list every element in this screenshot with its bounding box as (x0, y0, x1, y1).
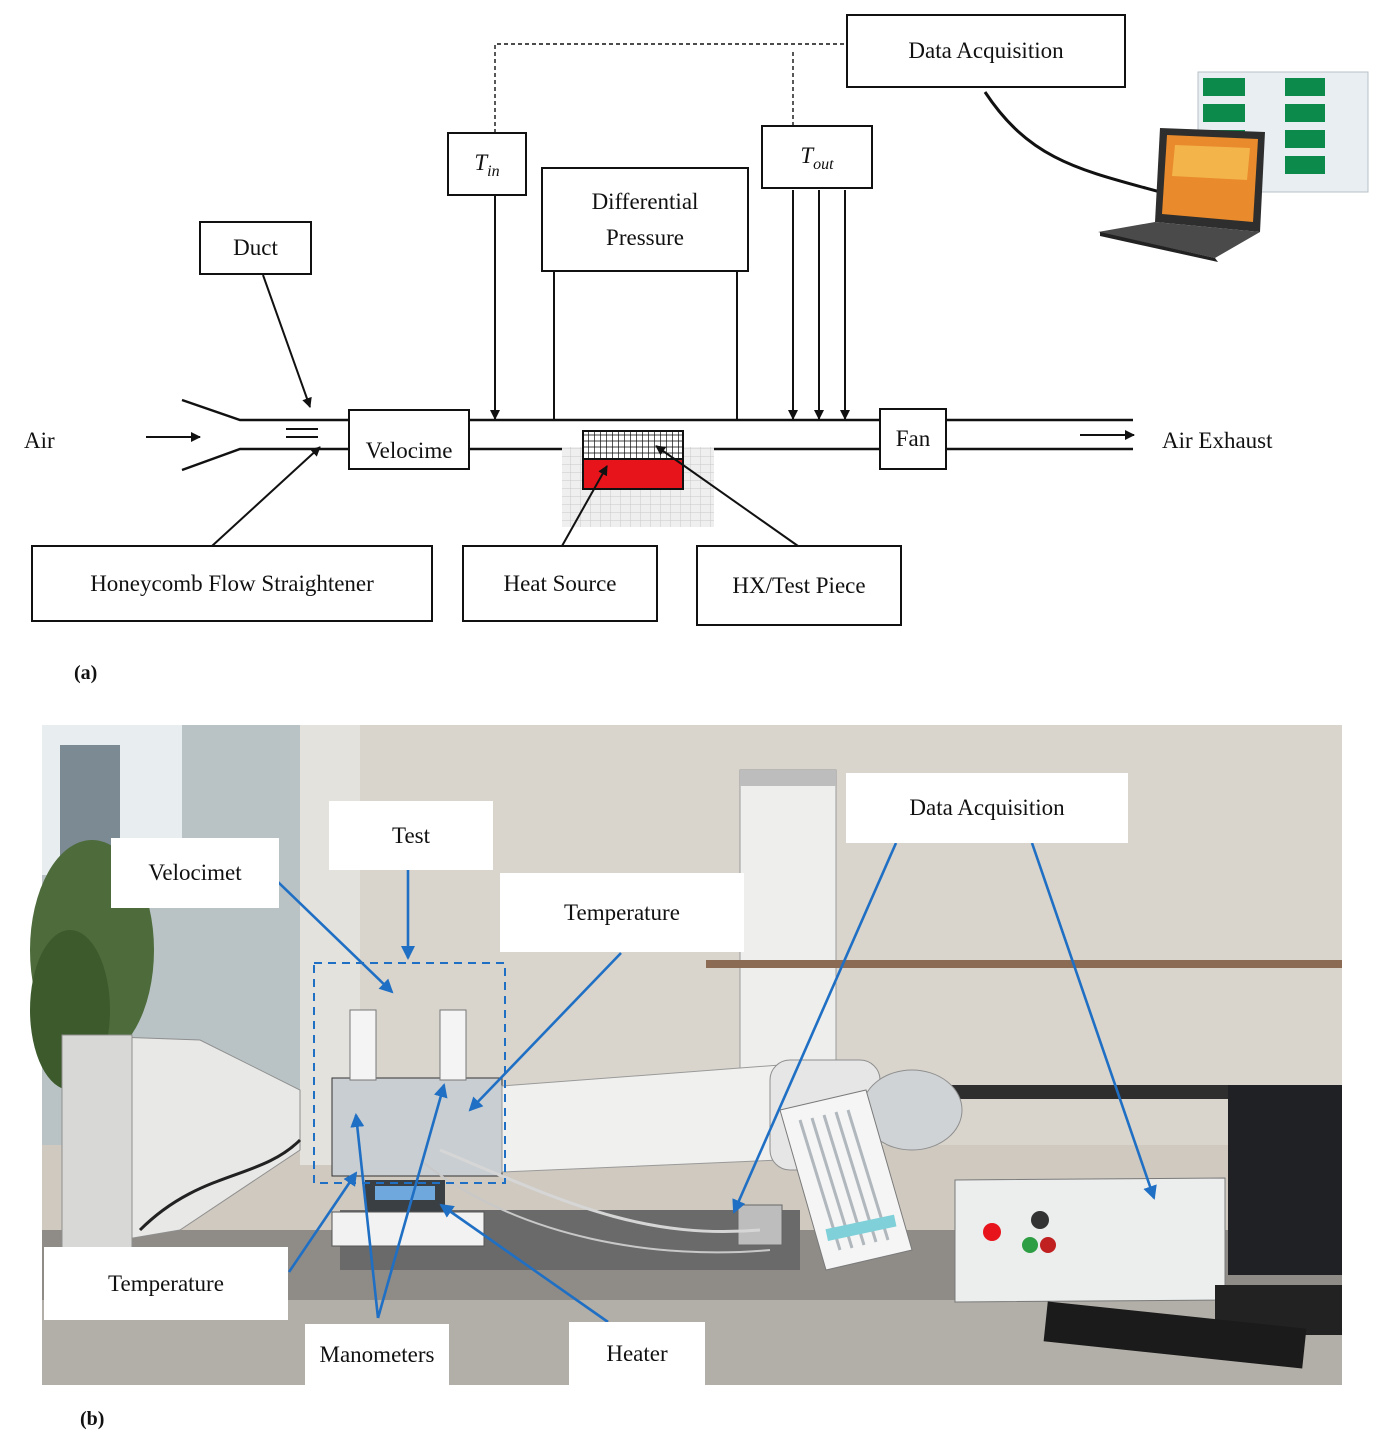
air-exhaust-label: Air Exhaust (1162, 428, 1273, 453)
differential-pressure-label-line1: Differential (591, 188, 699, 214)
heat-source-arrow (561, 465, 608, 547)
t-out-label: Tout (800, 142, 834, 173)
caption-a: (a) (74, 662, 98, 684)
photo-annotation-arrows (277, 842, 1157, 1324)
photo-temperature-top-label: Temperature (500, 873, 744, 952)
air-label: Air (24, 428, 55, 453)
fan-box: Fan (879, 408, 947, 470)
t-out-box: Tout (761, 125, 873, 189)
differential-pressure-box: Differential Pressure (541, 167, 749, 272)
fan-label: Fan (895, 426, 931, 452)
data-acquisition-label: Data Acquisition (908, 38, 1064, 64)
honeycomb-label: Honeycomb Flow Straightener (90, 570, 374, 596)
heat-source-box: Heat Source (462, 545, 658, 622)
photo-manometers-label: Manometers (305, 1324, 449, 1386)
test-rig-photo (30, 725, 1342, 1385)
t-in-box: Tin (447, 132, 527, 196)
photo-data-acquisition-label: Data Acquisition (846, 773, 1128, 843)
differential-pressure-label-line2: Pressure (606, 224, 684, 250)
honeycomb-straightener (286, 428, 318, 438)
velocimeter-label: Velocime (365, 438, 453, 464)
heat-source-shape (582, 458, 684, 490)
data-acquisition-box: Data Acquisition (846, 14, 1126, 88)
duct-arrow (262, 274, 312, 408)
duct-box: Duct (199, 221, 312, 275)
photo-heater-label: Heater (569, 1322, 705, 1386)
hx-arrow (655, 445, 799, 547)
honeycomb-box: Honeycomb Flow Straightener (31, 545, 433, 622)
photo-temperature-bottom-label: Temperature (44, 1247, 288, 1320)
duct-label: Duct (233, 235, 278, 261)
heat-source-label: Heat Source (503, 570, 617, 596)
t-in-label: Tin (474, 149, 500, 180)
laptop-icon (1098, 71, 1369, 262)
photo-velocimeter-label: Velocimet (111, 838, 279, 908)
velocimeter-box: Velocime (348, 409, 470, 470)
laptop-cable (983, 91, 1161, 194)
honeycomb-arrow (211, 446, 321, 547)
hx-test-piece-box: HX/Test Piece (696, 545, 902, 626)
caption-b: (b) (80, 1408, 105, 1430)
photo-test-label: Test (329, 801, 493, 870)
hx-test-piece-label: HX/Test Piece (732, 572, 866, 598)
data-link-tin (494, 43, 846, 133)
hx-test-piece-shape (582, 430, 684, 460)
